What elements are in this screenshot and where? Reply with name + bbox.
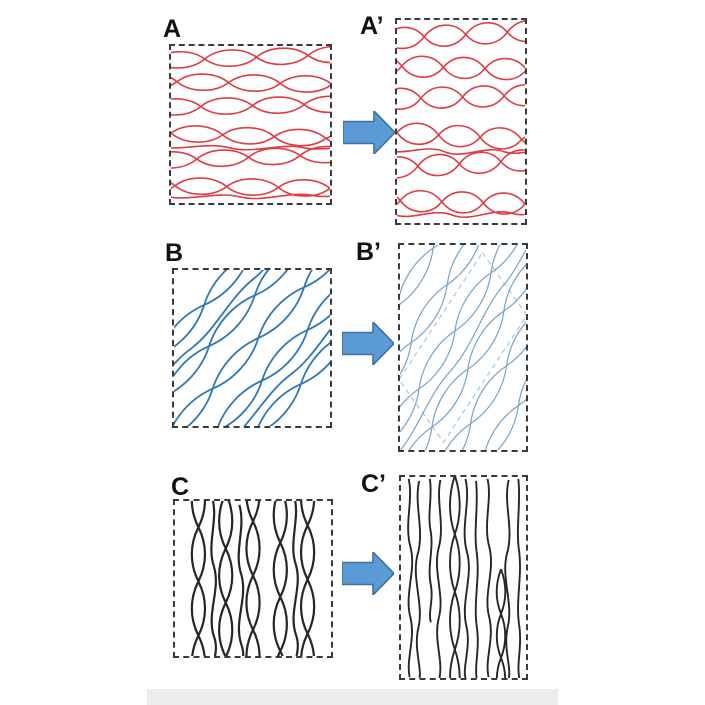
panel-c-box: [173, 499, 333, 658]
panel-c-fiber-drawing: [175, 501, 331, 656]
panel-b-box: [172, 268, 332, 428]
right-arrow-icon: [342, 322, 394, 365]
panel-c-label: C: [171, 473, 190, 501]
panel-c-prime-label: C’: [361, 470, 386, 498]
panel-a-box: [169, 44, 332, 205]
panel-b-prime-fiber-drawing: [400, 245, 526, 450]
right-arrow-icon: [342, 552, 394, 595]
panel-a-prime-label: A’: [360, 12, 384, 40]
panel-a-prime-box: [395, 18, 527, 225]
panel-b-fiber-drawing: [174, 270, 330, 426]
panel-c-prime-box: [399, 475, 528, 680]
panel-a-fiber-drawing: [171, 46, 330, 203]
panel-b-label: B: [165, 239, 184, 267]
panel-c-prime-fiber-drawing: [401, 477, 526, 678]
panel-a-prime-fiber-drawing: [397, 20, 525, 223]
panel-b-prime-box: [398, 243, 528, 452]
deformed-unit-cell-outline: [400, 253, 526, 442]
panel-b-prime-label: B’: [356, 238, 381, 266]
page-bottom-strip: [147, 689, 558, 705]
right-arrow-icon: [343, 111, 395, 154]
panel-a-label: A: [163, 15, 182, 43]
